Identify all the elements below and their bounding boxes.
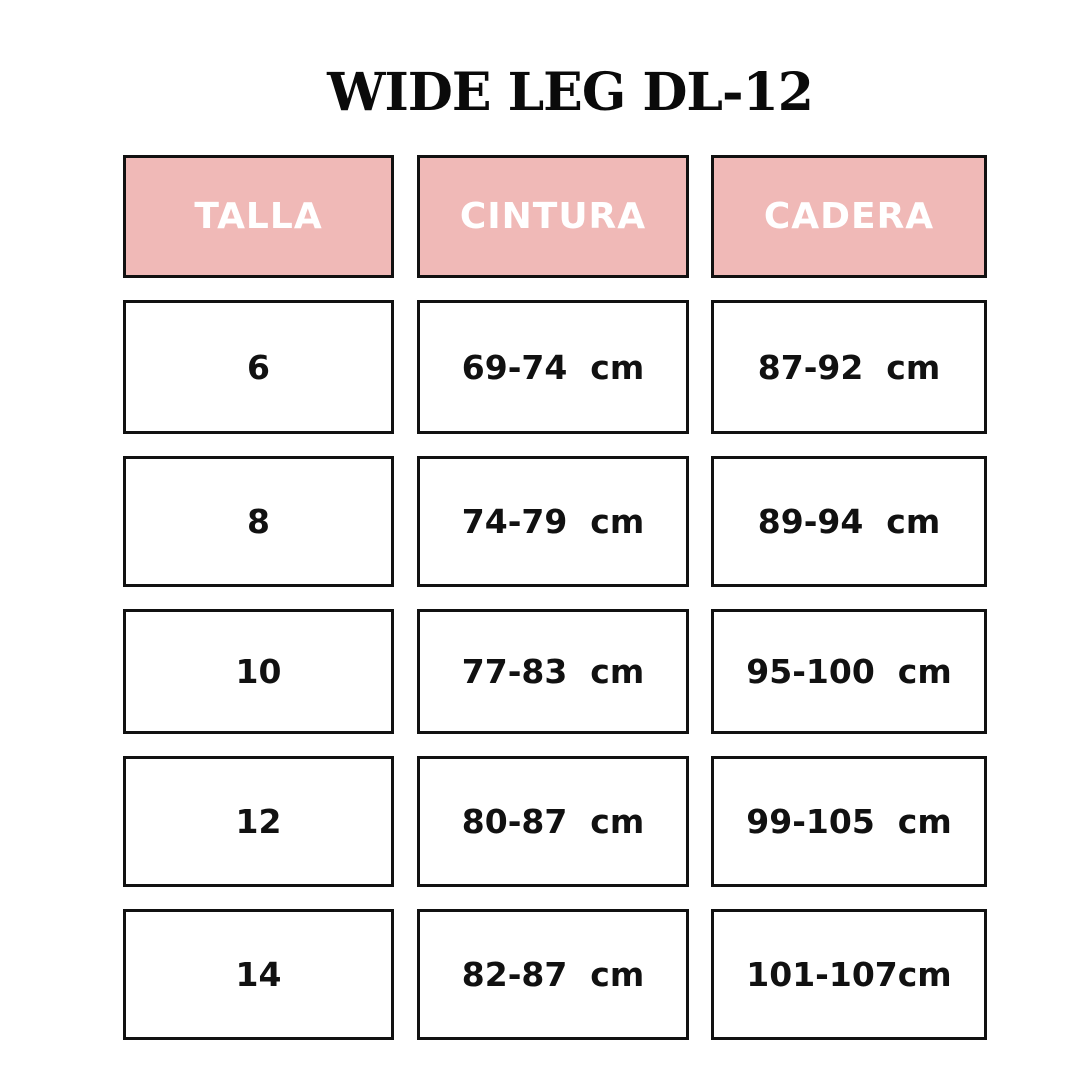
cell-cadera: 89-94 cm	[711, 456, 987, 587]
cell-cadera: 99-105 cm	[711, 756, 987, 887]
cell-cintura: 80-87 cm	[417, 756, 689, 887]
cell-talla: 8	[123, 456, 394, 587]
cell-cadera: 101-107cm	[711, 909, 987, 1040]
cell-cintura: 69-74 cm	[417, 300, 689, 434]
page-title: WIDE LEG DL-12	[327, 62, 814, 123]
cell-talla: 14	[123, 909, 394, 1040]
cell-cintura: 82-87 cm	[417, 909, 689, 1040]
cell-cintura: 74-79 cm	[417, 456, 689, 587]
cell-talla: 12	[123, 756, 394, 887]
cell-cintura: 77-83 cm	[417, 609, 689, 734]
cell-cadera: 87-92 cm	[711, 300, 987, 434]
cell-talla: 6	[123, 300, 394, 434]
cell-cadera: 95-100 cm	[711, 609, 987, 734]
header-talla: TALLA	[123, 155, 394, 278]
cell-talla: 10	[123, 609, 394, 734]
header-cadera: CADERA	[711, 155, 987, 278]
header-cintura: CINTURA	[417, 155, 689, 278]
